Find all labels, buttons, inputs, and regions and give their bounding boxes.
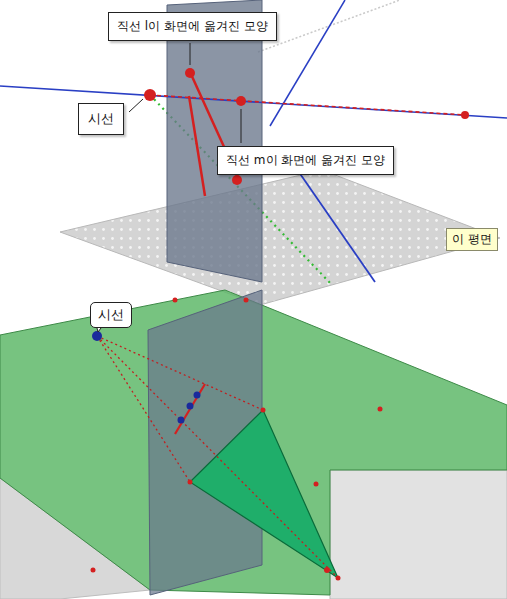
- label-text: 시선: [88, 110, 114, 128]
- speech-bubble: 시선: [90, 302, 132, 328]
- leader-line: [241, 109, 242, 143]
- viewpoint: [92, 331, 102, 341]
- tilted-plane: [0, 290, 507, 595]
- point: [236, 96, 246, 106]
- point: [232, 175, 242, 185]
- point: [336, 576, 341, 581]
- callout-box: 직선 l이 화면에 옮겨진 모양: [108, 12, 277, 41]
- label-text: 직선 l이 화면에 옮겨진 모양: [117, 18, 268, 35]
- projection-ray: [97, 336, 338, 578]
- screen-plane: [167, 0, 262, 282]
- leader-line: [190, 43, 191, 65]
- top-scene: [0, 0, 507, 305]
- point: [378, 407, 383, 412]
- projected-segment: [175, 384, 205, 434]
- label-text: 시선: [98, 306, 124, 324]
- label-text: 이 평면: [452, 231, 492, 248]
- point: [185, 68, 195, 78]
- point: [91, 568, 96, 573]
- projected-line: [189, 96, 205, 196]
- floor-plane: [60, 170, 500, 305]
- sight-axis: [0, 86, 507, 118]
- point: [244, 298, 249, 303]
- point: [461, 111, 469, 119]
- bottom-scene: [0, 290, 507, 599]
- tooltip-label: 이 평면: [446, 228, 498, 251]
- point: [178, 417, 185, 424]
- callout-box: 직선 m이 화면에 옮겨진 모양: [217, 146, 394, 175]
- point: [314, 482, 319, 487]
- callout-box: 시선: [78, 103, 124, 135]
- floor-plane: [330, 470, 507, 599]
- point: [188, 480, 193, 485]
- projection-ray: [97, 336, 190, 482]
- triangle: [190, 410, 338, 578]
- viewpoint: [144, 89, 156, 101]
- point: [261, 408, 266, 413]
- dashed-ray: [150, 95, 465, 115]
- label-text: 직선 m이 화면에 옮겨진 모양: [226, 152, 385, 169]
- projection-ray: [97, 336, 263, 410]
- point: [194, 392, 201, 399]
- point: [187, 403, 194, 410]
- point: [324, 567, 330, 573]
- leader-line: [129, 99, 143, 112]
- point: [173, 298, 178, 303]
